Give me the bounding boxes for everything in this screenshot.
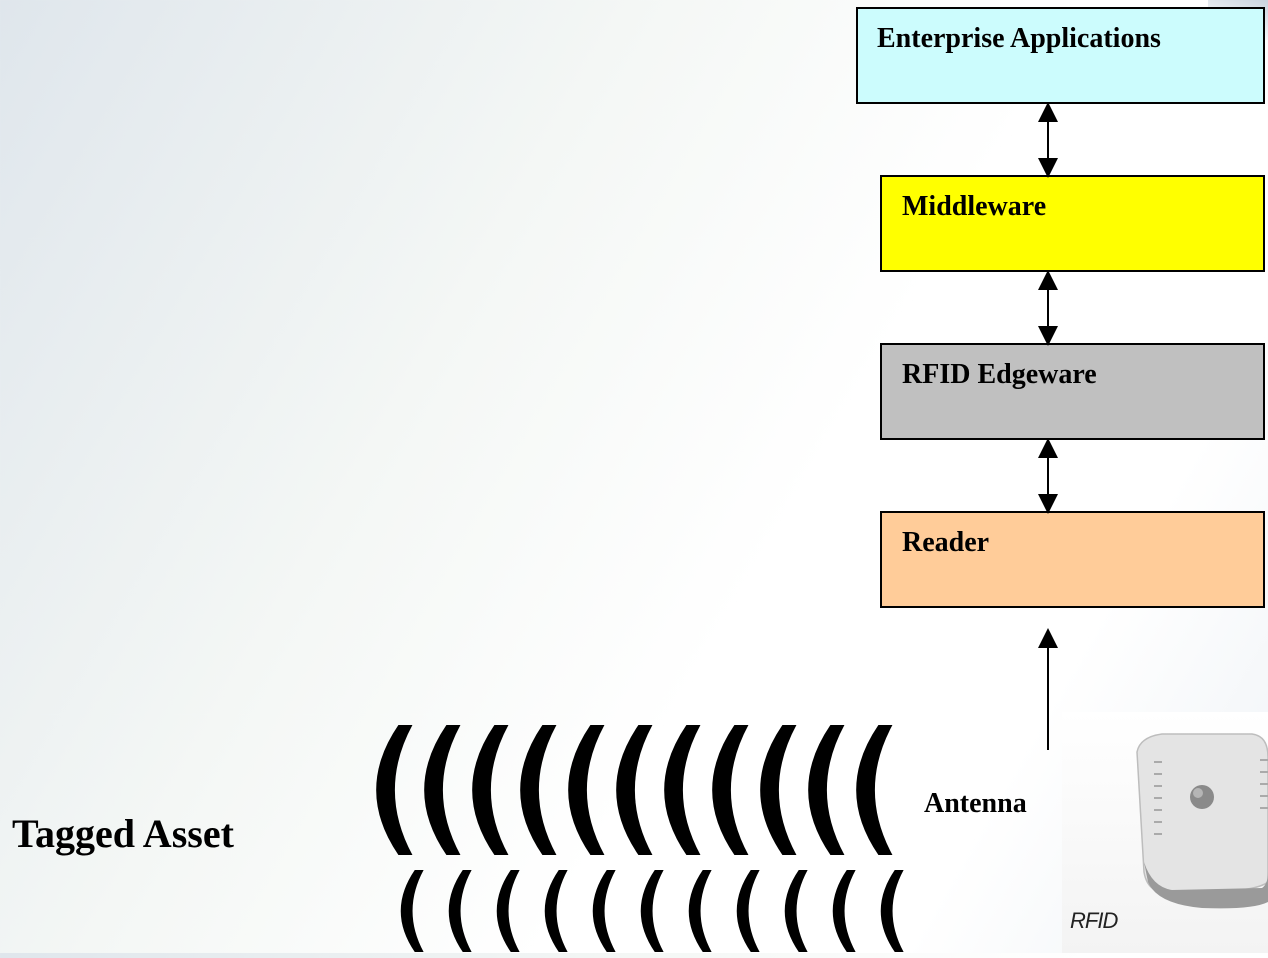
- wave-arc: [712, 725, 749, 855]
- layer-middleware: Middleware: [880, 175, 1265, 272]
- wave-arc: [448, 870, 472, 952]
- wave-arc: [808, 725, 845, 855]
- layer-enterprise-applications: Enterprise Applications: [856, 7, 1265, 104]
- wave-arc: [832, 870, 856, 952]
- antenna-device-icon: [1136, 733, 1268, 909]
- layer-rfid-edgeware: RFID Edgeware: [880, 343, 1265, 440]
- wave-arc: [760, 725, 797, 855]
- antenna-label: Antenna: [924, 788, 1027, 819]
- wave-arc: [640, 870, 664, 952]
- wave-arc: [736, 870, 760, 952]
- wave-arc: [376, 725, 413, 855]
- layer-reader: Reader: [880, 511, 1265, 608]
- wave-arc: [496, 870, 520, 952]
- wave-arc: [400, 870, 424, 952]
- wave-arc: [520, 725, 557, 855]
- wave-arc: [784, 870, 808, 952]
- radio-waves: [376, 725, 904, 952]
- tagged-asset-label: Tagged Asset: [12, 811, 234, 856]
- wave-arc: [592, 870, 616, 952]
- wave-arc: [664, 725, 701, 855]
- wave-arc: [424, 725, 461, 855]
- wave-arc: [568, 725, 605, 855]
- wave-arc: [544, 870, 568, 952]
- wave-arc: [688, 870, 712, 952]
- wave-arc: [472, 725, 509, 855]
- rfid-antenna-device-image: [1062, 712, 1268, 953]
- wave-arc: [856, 725, 893, 855]
- rfid-logo: RFID: [1070, 908, 1118, 933]
- wave-arc: [616, 725, 653, 855]
- wave-arc: [880, 870, 904, 952]
